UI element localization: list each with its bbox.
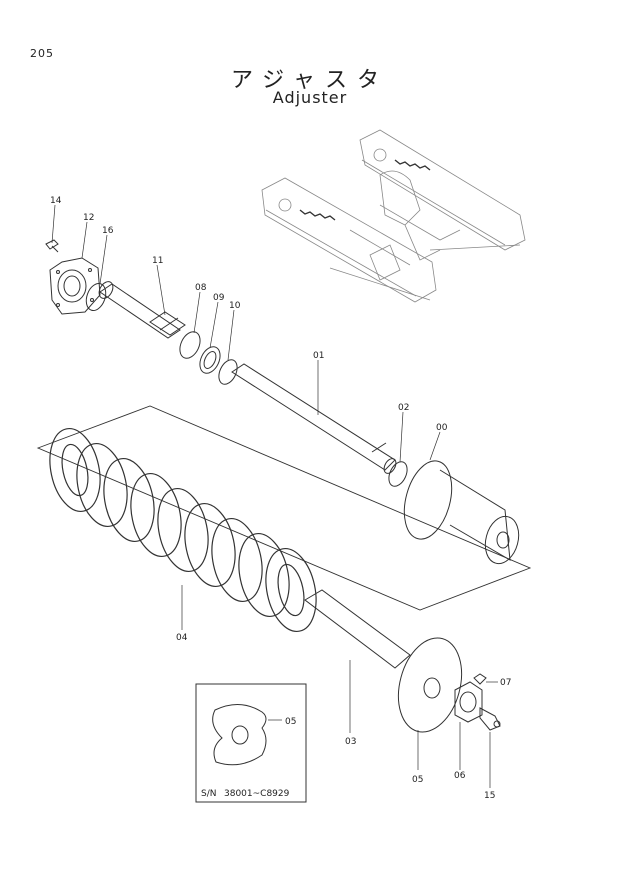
- callout-07: 07: [500, 678, 511, 688]
- part-03-rod: [304, 589, 411, 669]
- callout-04: 04: [176, 633, 188, 643]
- callout-02: 02: [398, 403, 409, 413]
- part-15-grease-valve: [479, 707, 501, 731]
- callout-06: 06: [454, 771, 466, 781]
- callout-03: 03: [345, 737, 356, 747]
- part-10-wiper: [218, 359, 238, 385]
- callout-01: 01: [313, 351, 324, 361]
- callout-00: 00: [436, 423, 448, 433]
- callout-11: 11: [152, 256, 163, 266]
- part-00-housing: [403, 460, 520, 565]
- spring-group-outline: [36, 405, 532, 611]
- part-14-bolt: [45, 239, 59, 253]
- part-07-fitting: [473, 673, 487, 685]
- part-11-cylinder: [98, 281, 186, 339]
- serial-inset: [195, 683, 307, 803]
- page-number: 205: [30, 47, 54, 60]
- leader-lines: [51, 204, 498, 788]
- callout-05-inset: 05: [285, 717, 296, 727]
- callout-15: 15: [484, 791, 495, 801]
- inset-part-05-bracket: [212, 704, 267, 766]
- part-09-ring: [199, 346, 221, 374]
- part-16-o-ring: [85, 282, 107, 312]
- part-06-nut: [454, 681, 483, 723]
- part-02-o-ring: [388, 461, 408, 487]
- callout-10: 10: [229, 301, 241, 311]
- serial-label: S/N: [201, 789, 216, 799]
- callout-12: 12: [83, 213, 94, 223]
- callout-09: 09: [213, 293, 225, 303]
- callout-16: 16: [102, 226, 114, 236]
- serial-range: 38001~C8929: [224, 789, 290, 799]
- part-05-bracket: [397, 637, 463, 733]
- page-title: Adjuster: [272, 88, 348, 107]
- part-04-recoil-spring: [49, 428, 317, 632]
- page-title-japanese: アジャスタ: [230, 68, 390, 93]
- callout-05: 05: [412, 775, 423, 785]
- undercarriage-illustration: [261, 129, 526, 303]
- callout-08: 08: [195, 283, 207, 293]
- part-08-packing: [179, 331, 201, 359]
- part-01-piston-rod: [231, 363, 397, 474]
- callout-14: 14: [50, 196, 62, 206]
- part-12-flange: [49, 257, 101, 315]
